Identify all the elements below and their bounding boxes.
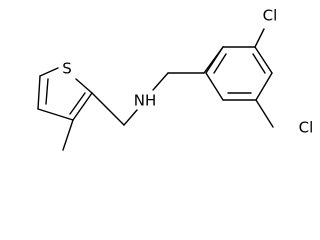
bond-c4-c5 (37, 75, 41, 110)
bond-r2-r3-inner (252, 53, 266, 74)
bond-r3-r4 (255, 72, 273, 101)
bond-c2-ch2 (91, 92, 125, 126)
bond-r1-r6-inner (213, 53, 227, 74)
bond-cl-lower (255, 99, 274, 128)
bond-ch2-n (123, 109, 138, 126)
chlorine-lower-label: Cl (299, 119, 314, 137)
bond-n-ch2 (152, 72, 169, 91)
amine-label: NH (134, 92, 157, 110)
bond-r1-r6 (205, 46, 224, 74)
bond-c2-c3-inner (69, 92, 86, 115)
bond-c3-c4 (37, 108, 74, 121)
benzene-ring (205, 46, 273, 101)
bond-r5-r1 (205, 72, 224, 101)
structure-canvas: S NH Cl Cl (37, 6, 314, 151)
bond-methyl (62, 119, 74, 151)
linker-chain (91, 46, 224, 126)
sulfur-label: S (62, 60, 72, 78)
bond-c5-s (39, 67, 59, 77)
bond-r2-r3 (254, 46, 273, 74)
bond-cl-upper (254, 28, 265, 48)
molecule-structure: S NH Cl Cl (37, 7, 314, 151)
chlorine-upper-label: Cl (263, 7, 278, 25)
bond-c4-c5-inner (45, 78, 49, 105)
bond-c2-c3 (72, 92, 93, 121)
thiophene-ring (37, 67, 93, 121)
bond-s-c2 (75, 78, 93, 94)
